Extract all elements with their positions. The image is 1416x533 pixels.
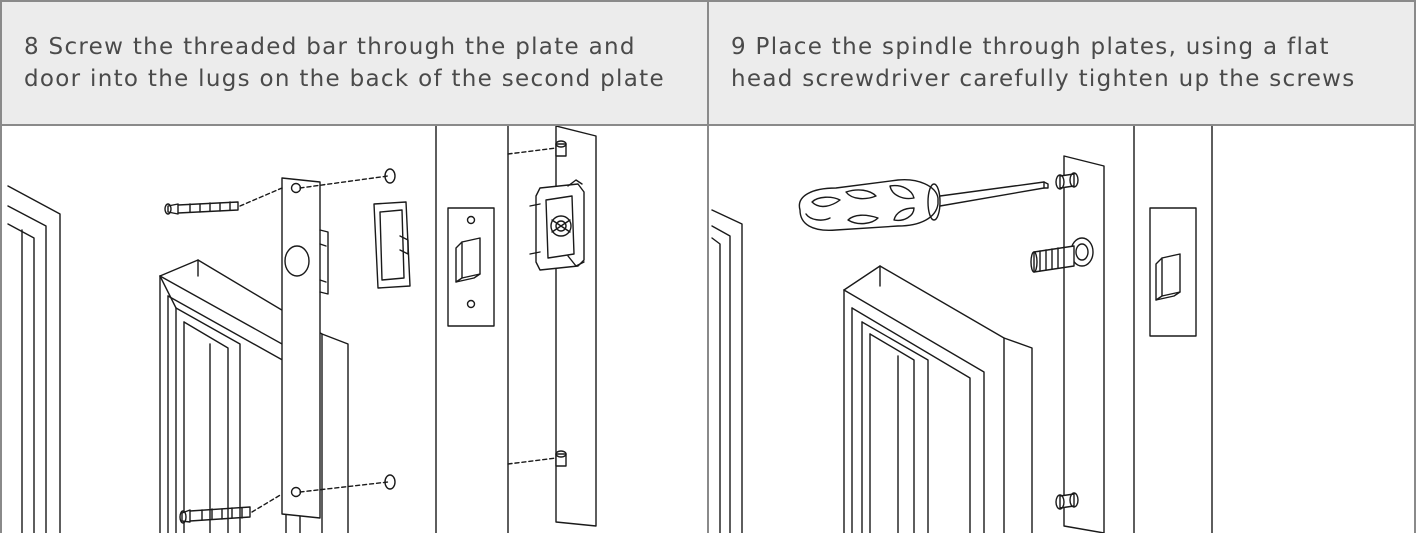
strike-plate-icon [1149, 207, 1197, 337]
lug-icon [555, 140, 567, 467]
back-plate-icon [507, 126, 597, 527]
mortise-cutout [373, 201, 411, 289]
door-frame-icon [711, 209, 743, 533]
step-9-illustration [711, 126, 1213, 533]
screwdriver-icon [798, 179, 1049, 231]
step-9-line-1: 9 Place the spindle through plates, usin… [731, 34, 1330, 60]
hole-marker [384, 474, 396, 490]
guide-line [299, 175, 389, 189]
screw-icon [179, 506, 251, 524]
step-8-header: 8 Screw the threaded bar through the pla… [2, 2, 708, 126]
door-frame-icon [7, 185, 61, 533]
screw-icon [1055, 492, 1079, 510]
step-8-illustration [7, 126, 597, 533]
guide-line [251, 493, 283, 513]
door-frame-icon [843, 265, 1033, 533]
strike-plate-icon [447, 207, 495, 327]
latch-mechanism [529, 179, 585, 271]
step-divider [707, 0, 709, 533]
step-9-text: 9 Place the spindle through plates, usin… [731, 31, 1411, 95]
assembly-illustration [7, 126, 1213, 533]
screw-icon [164, 201, 239, 215]
back-plate-icon [281, 177, 329, 519]
hole-marker [384, 168, 396, 184]
step-8-line-1: 8 Screw the threaded bar through the pla… [24, 34, 636, 60]
spindle-icon [1030, 245, 1075, 273]
screw-icon [1055, 172, 1079, 190]
back-plate-icon [1063, 155, 1105, 533]
guide-line [239, 187, 283, 207]
step-8-text: 8 Screw the threaded bar through the pla… [24, 31, 704, 95]
step-8-line-2: door into the lugs on the back of the se… [24, 66, 665, 92]
guide-line [299, 481, 389, 493]
step-9-line-2: head screwdriver carefully tighten up th… [731, 66, 1356, 92]
step-9-header: 9 Place the spindle through plates, usin… [709, 2, 1414, 126]
